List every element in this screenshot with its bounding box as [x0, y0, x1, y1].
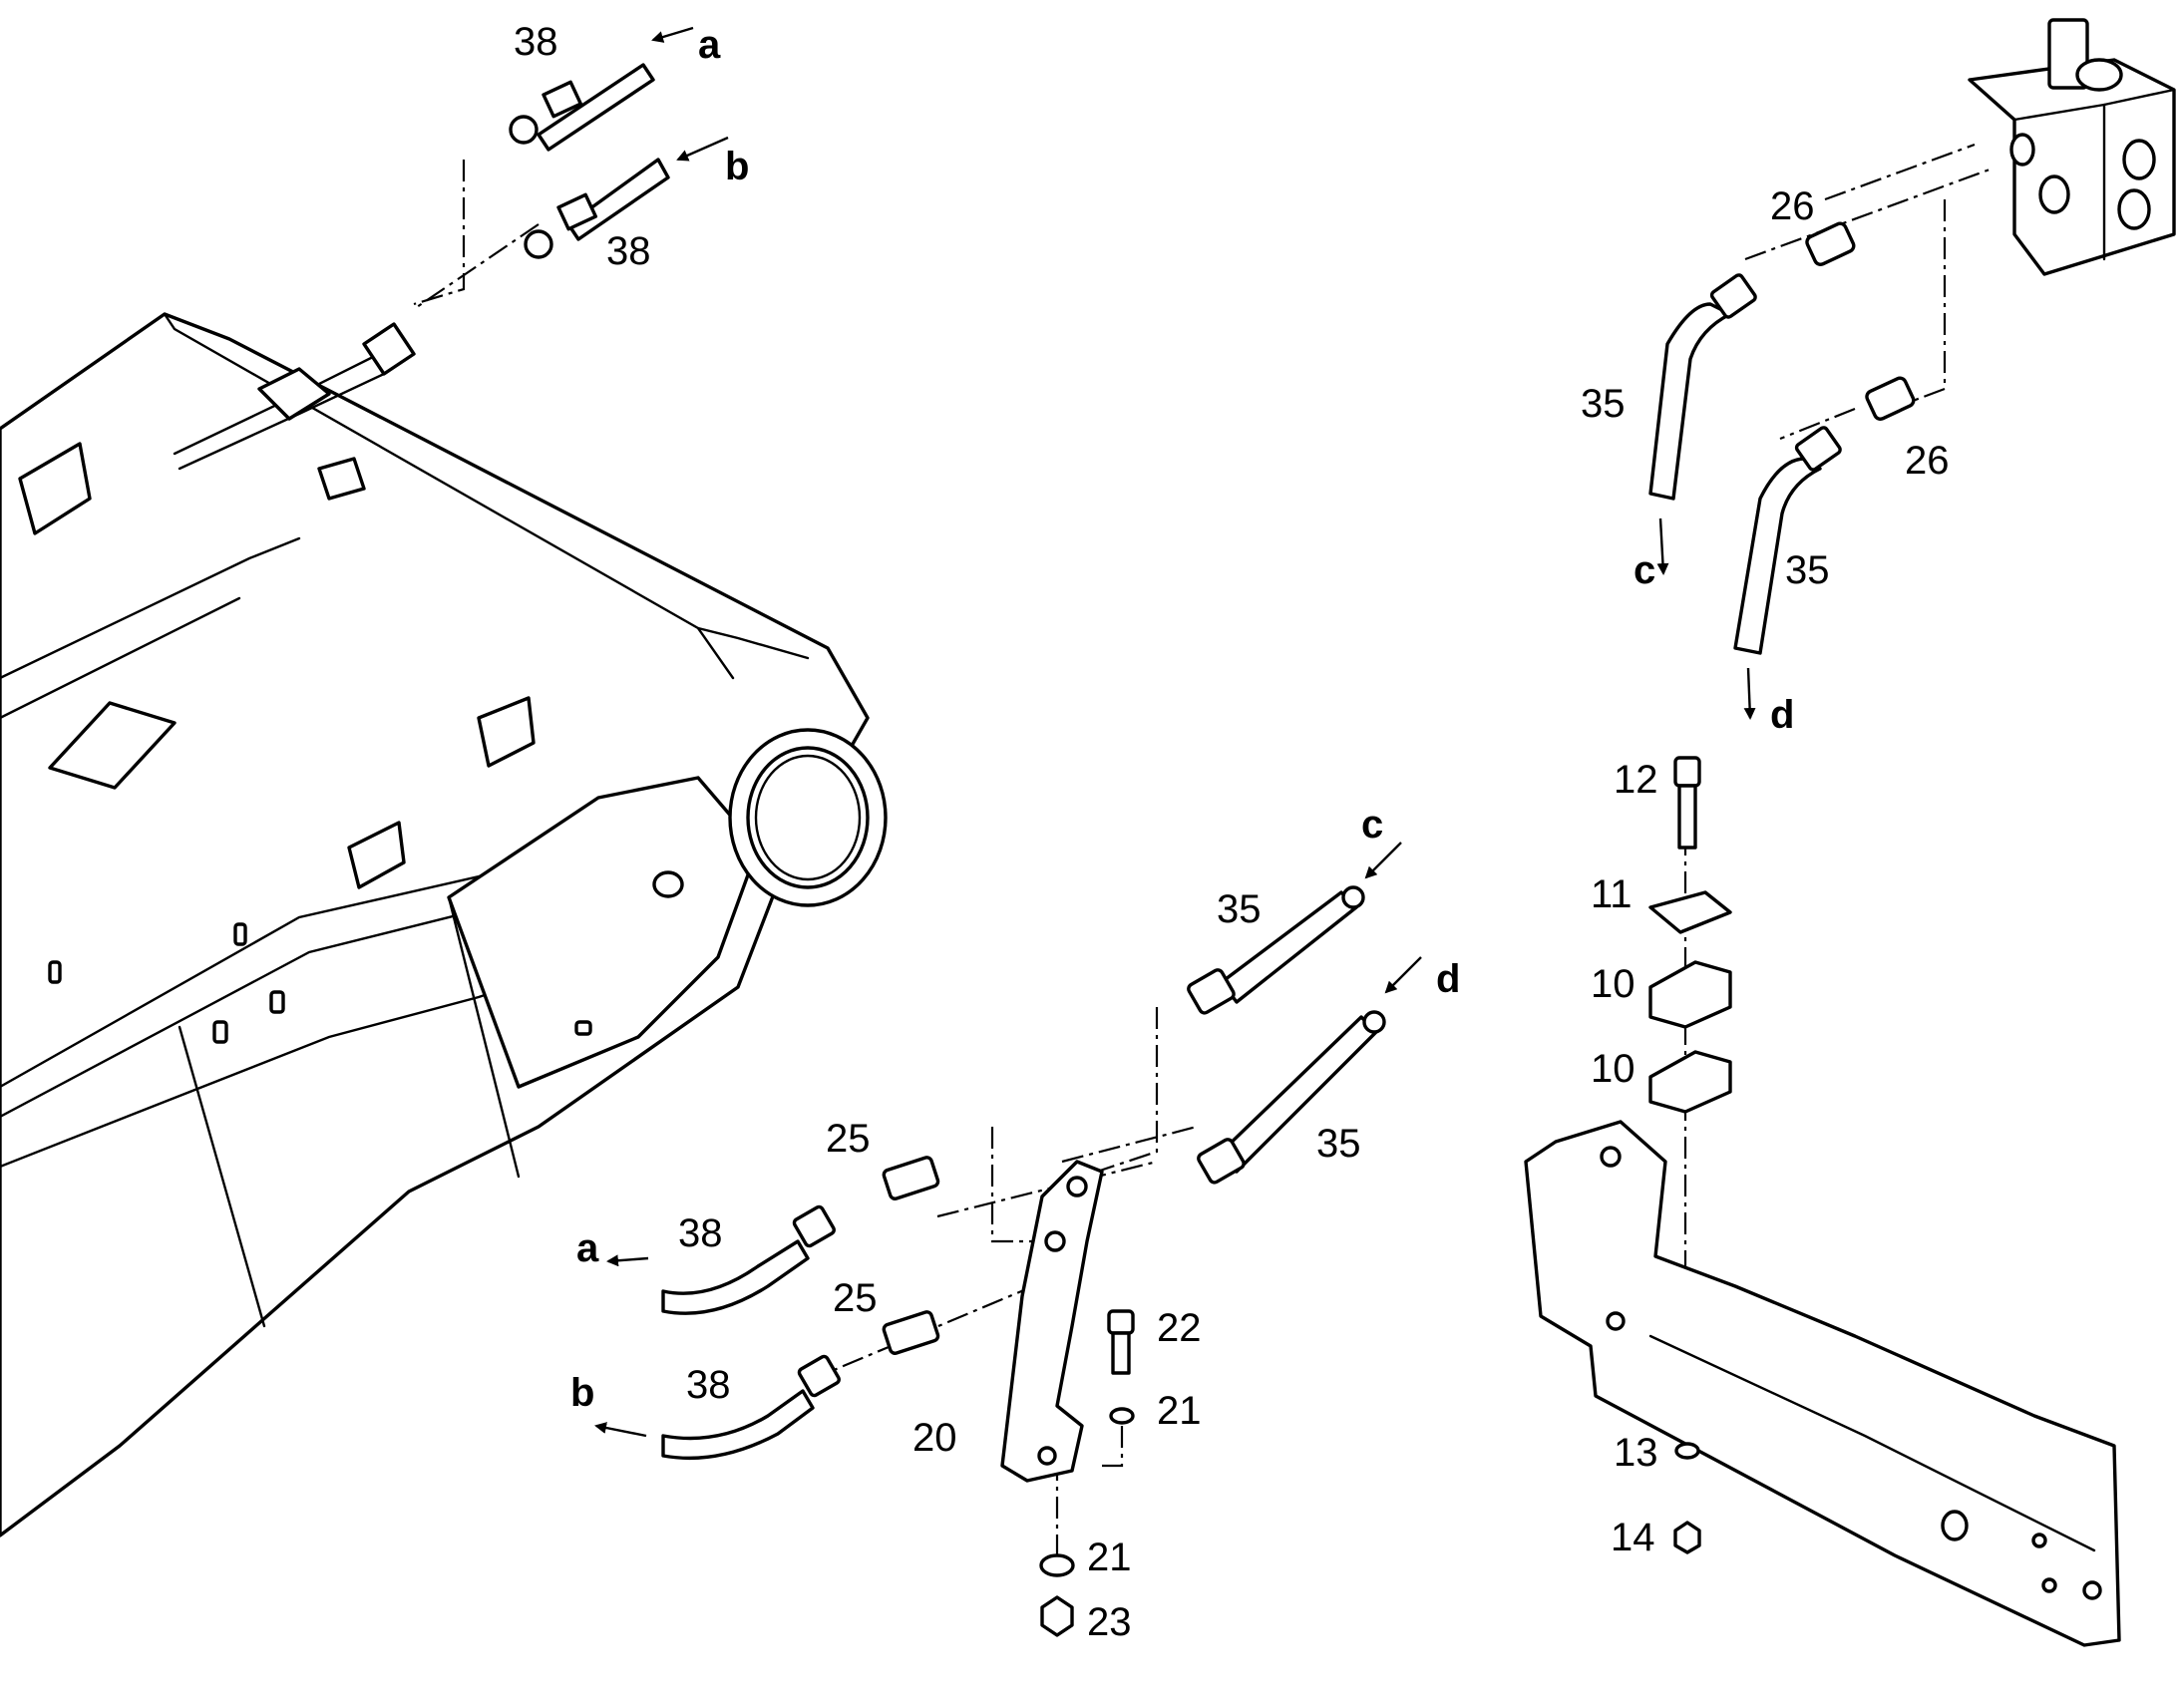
bolt-22 [1107, 1309, 1135, 1375]
callout-38: 38 [686, 1363, 731, 1407]
bolt-12 [1673, 756, 1701, 850]
callout-22: 22 [1157, 1306, 1202, 1350]
connection-arrows [594, 26, 1756, 1438]
callout-23: 23 [1087, 1600, 1132, 1644]
callout-38: 38 [514, 20, 558, 64]
connection-letter-d: d [1770, 693, 1794, 737]
connection-letter-a: a [576, 1226, 599, 1270]
hose-35-lower-d [1197, 1010, 1386, 1185]
connection-letters: a b c d c d a b [570, 23, 1794, 1415]
support-bracket-20 [1000, 1160, 1104, 1483]
callout-13: 13 [1614, 1431, 1658, 1475]
callout-26: 26 [1905, 439, 1950, 483]
callout-12: 12 [1614, 758, 1658, 802]
callout-11: 11 [1591, 872, 1633, 916]
callout-labels: 38 38 26 26 35 35 12 11 10 10 13 14 35 3… [514, 20, 1950, 1644]
fitting-26-a [1805, 221, 1856, 266]
callout-10: 10 [1591, 962, 1635, 1006]
fitting-26-b [1865, 376, 1916, 421]
connection-letter-d: d [1436, 957, 1460, 1001]
hose-38-lower-b [661, 1354, 841, 1461]
callout-21: 21 [1157, 1389, 1202, 1433]
nut-14 [1673, 1521, 1701, 1554]
washer-21-upper [1109, 1407, 1135, 1425]
adapter-25-b [882, 1310, 940, 1355]
callout-35: 35 [1217, 887, 1262, 931]
callout-38: 38 [606, 229, 651, 273]
callout-38: 38 [678, 1211, 723, 1255]
callout-21: 21 [1087, 1536, 1132, 1579]
callout-14: 14 [1611, 1516, 1655, 1559]
hose-35-d [1733, 426, 1842, 655]
callout-25: 25 [833, 1276, 878, 1320]
washer-21-lower [1039, 1553, 1075, 1577]
boom-arm [0, 312, 888, 1537]
clamp-10-upper [1648, 960, 1732, 1029]
washer-13 [1674, 1442, 1700, 1460]
hose-35-lower-c [1187, 885, 1365, 1015]
hose-38-upper-a [509, 63, 655, 152]
hose-38-lower-a [661, 1204, 836, 1315]
callout-35: 35 [1316, 1122, 1361, 1166]
adapter-25-a [882, 1156, 940, 1200]
connection-letter-b: b [725, 145, 749, 188]
hose-38-upper-b [524, 158, 670, 259]
callout-20: 20 [912, 1416, 957, 1460]
hose-35-c [1648, 273, 1757, 501]
connection-letter-c: c [1634, 548, 1655, 592]
connection-letter-a: a [698, 23, 721, 67]
callout-26: 26 [1770, 184, 1815, 228]
nut-23 [1040, 1595, 1074, 1637]
plate-11 [1648, 890, 1732, 934]
callout-35: 35 [1785, 548, 1830, 592]
mounting-bracket [1524, 1120, 2121, 1647]
connection-letter-b: b [570, 1371, 594, 1415]
callout-25: 25 [826, 1117, 871, 1161]
clamp-10-lower [1648, 1050, 1732, 1114]
callout-35: 35 [1581, 382, 1626, 426]
valve-block [1968, 18, 2176, 276]
connection-letter-c: c [1361, 803, 1383, 847]
callout-10: 10 [1591, 1047, 1635, 1091]
